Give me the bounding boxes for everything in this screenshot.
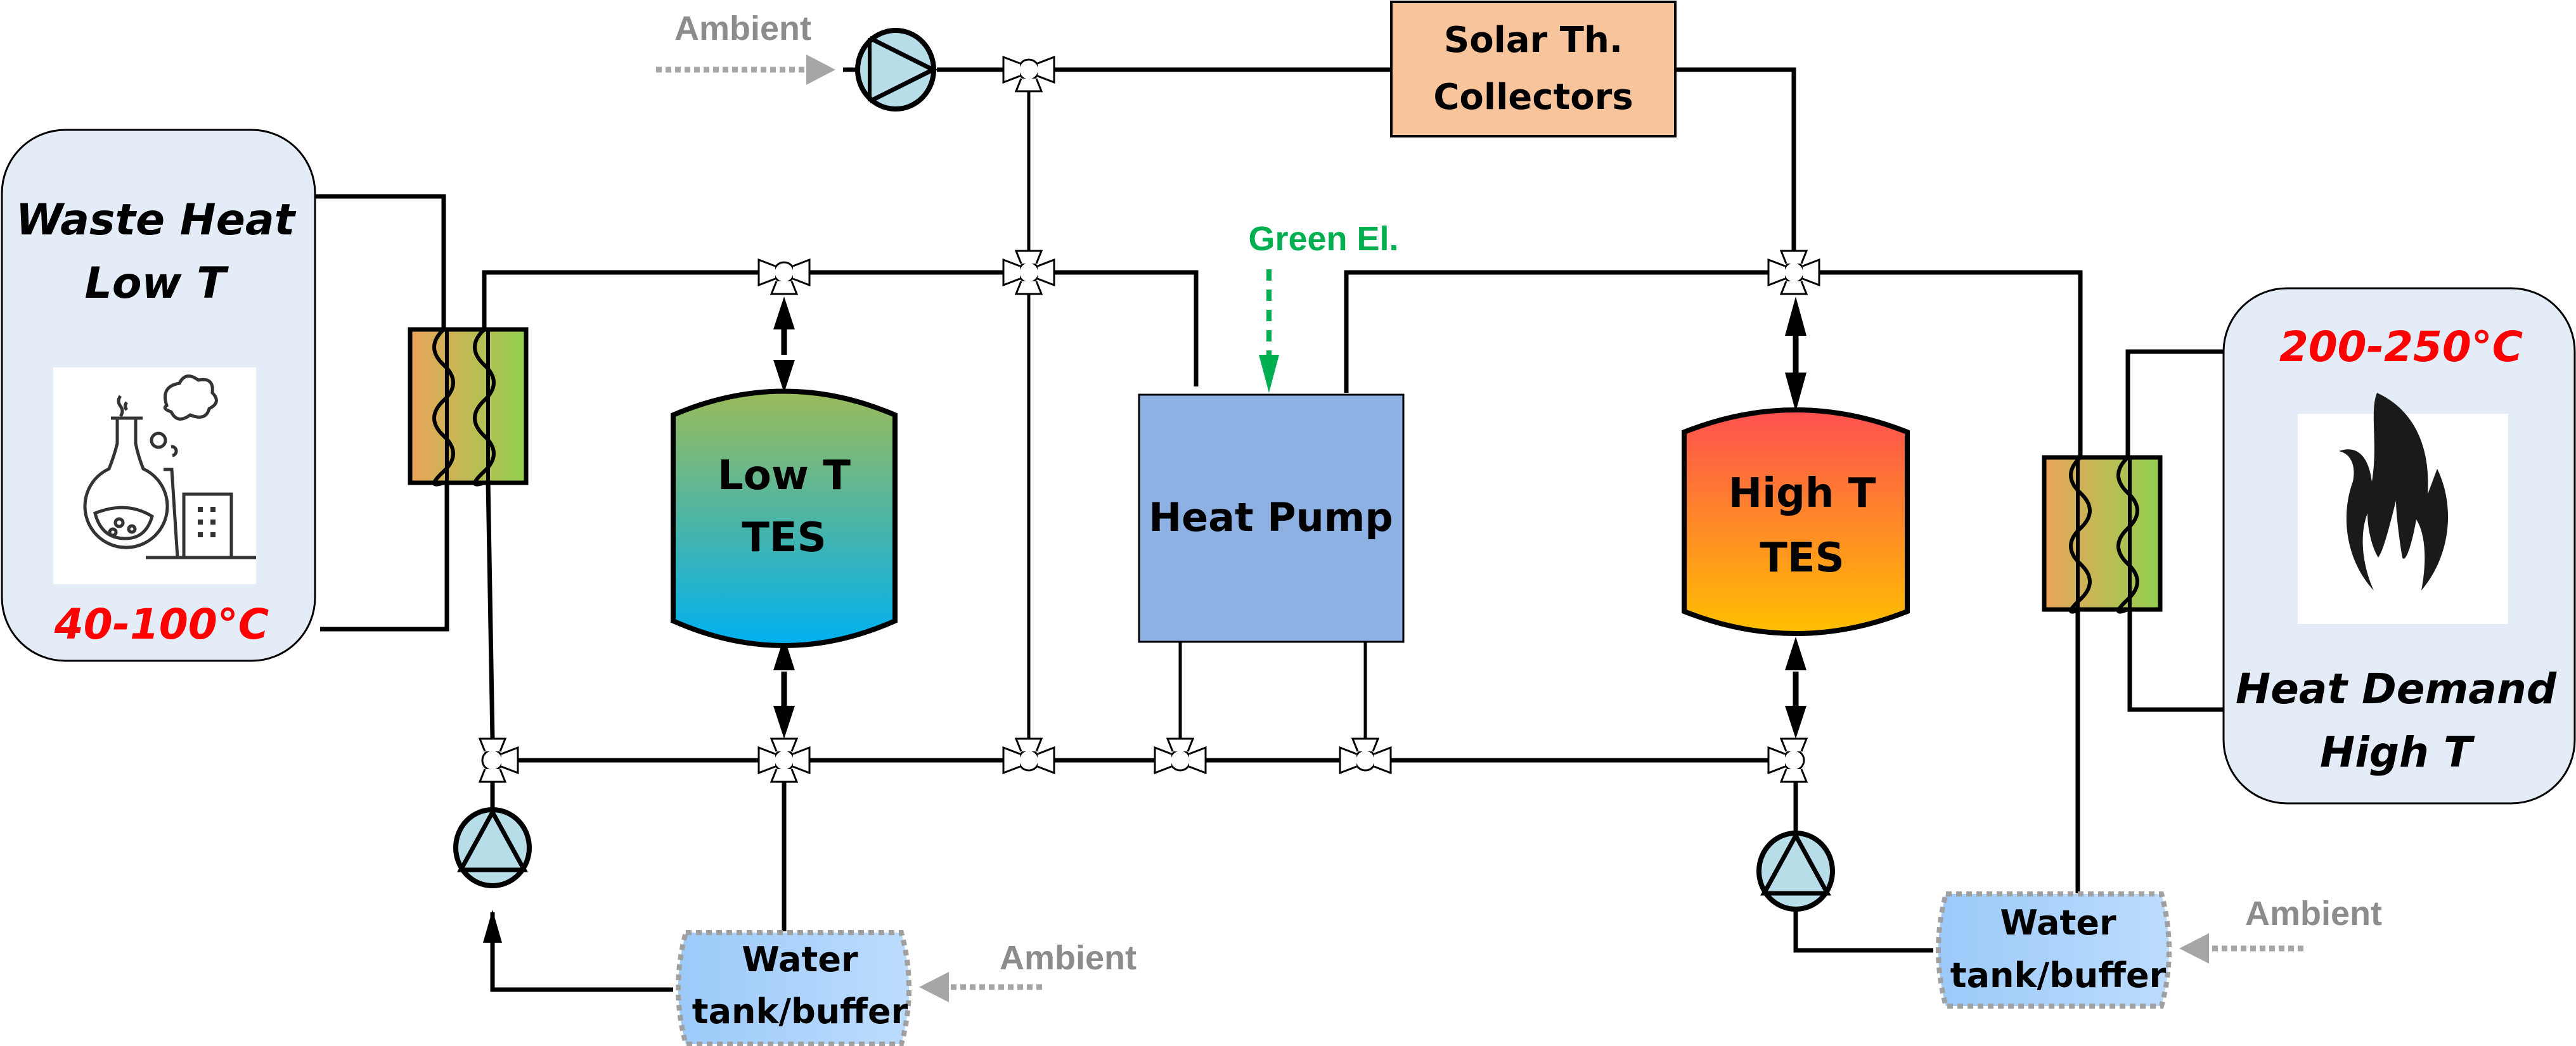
high-tes-bottom-double-arrow [1785, 637, 1806, 739]
left-loop-flow-arrow [483, 910, 502, 943]
pipe-solar-out [1675, 67, 1796, 251]
heat-pump-label: Heat Pump [1149, 494, 1393, 540]
waste-heat-title-line2: Low T [85, 258, 229, 309]
left-heat-exchanger [408, 327, 529, 487]
valve-upper-high-tes[interactable] [1767, 250, 1820, 295]
water-tank-right-line1: Water [2000, 903, 2116, 943]
pipe-hp-to-high-header [1344, 270, 1768, 393]
right-pump [1756, 831, 1835, 912]
ambient-label-bottom-left: Ambient [1000, 939, 1137, 977]
valve-lower-hp-right[interactable] [1339, 737, 1392, 774]
top-ambient-input: Ambient [656, 10, 835, 85]
pipe-right-pump-to-tank [1793, 902, 1933, 953]
heat-demand-title-line1: Heat Demand [2236, 665, 2557, 713]
tes-arrows [483, 297, 1806, 943]
high-temperature-tes: High T TES [1682, 407, 1910, 636]
pipe-heat-demand-return [2127, 608, 2224, 712]
valve-lower-low-tes[interactable] [757, 737, 811, 783]
heat-demand-sink: 200-250°C Heat Demand High T [2222, 287, 2576, 805]
green-electricity-input: Green El. [1248, 220, 1399, 393]
left-pump [453, 807, 532, 888]
pipe-hx-left-secondary-top [482, 270, 759, 333]
water-tank-right-line2: tank/buffer [1950, 955, 2167, 995]
valve-upper-junction[interactable] [1002, 250, 1055, 295]
heat-demand-title-line2: High T [2320, 728, 2475, 777]
high-tes-top-double-arrow [1785, 297, 1806, 412]
low-tes-top-double-arrow [773, 297, 795, 393]
high-tes-label-line2: TES [1760, 535, 1844, 582]
flame-icon [2298, 393, 2508, 624]
right-heat-exchanger [2042, 455, 2163, 614]
pipes [315, 67, 2224, 992]
valve-lower-high-tes[interactable] [1767, 737, 1808, 783]
waste-heat-source: Waste Heat Low T [1, 129, 316, 662]
valve-upper-low-tes[interactable] [757, 258, 811, 295]
valve-lower-hp-left[interactable] [1154, 737, 1207, 774]
ambient-label-top: Ambient [674, 10, 811, 48]
waste-heat-temperature: 40-100°C [54, 600, 269, 649]
thin-pipes [1027, 91, 1367, 739]
water-tank-right: Water tank/buffer [1936, 891, 2172, 1009]
pipe-hx-left-secondary-down [486, 481, 495, 739]
pipe-waste-heat-supply [315, 194, 446, 333]
heat-pump: Heat Pump [1138, 393, 1405, 643]
top-pump [855, 28, 938, 112]
waste-heat-title-line1: Waste Heat [16, 195, 297, 245]
heat-demand-temperature: 200-250°C [2279, 322, 2523, 371]
solar-label-line1: Solar Th. [1444, 20, 1623, 61]
pipe-left-tank-to-pump [490, 912, 673, 992]
pipe-heat-demand-supply [2125, 349, 2224, 459]
pipe-waste-heat-return [320, 482, 449, 632]
ambient-input-bottom-left: Ambient [919, 939, 1137, 1002]
valve-top-solar[interactable] [1002, 56, 1055, 92]
high-tes-label-line1: High T [1729, 470, 1876, 517]
factory-flask-icon [53, 367, 256, 584]
green-el-label: Green El. [1248, 220, 1398, 258]
water-tank-left-line1: Water [742, 940, 858, 979]
pipe-upper-header-to-hp [1054, 270, 1199, 386]
low-temperature-tes: Low T TES [671, 388, 898, 648]
low-tes-label-line1: Low T [718, 452, 851, 499]
solar-thermal-collectors: Solar Th. Collectors [1390, 1, 1677, 137]
valve-lower-left[interactable] [479, 737, 519, 783]
water-tank-left-line2: tank/buffer [692, 992, 908, 1031]
valve-lower-junction[interactable] [1002, 737, 1055, 774]
low-tes-label-line2: TES [742, 514, 826, 561]
pipe-high-header-right [1819, 270, 2083, 459]
water-tank-left: Water tank/buffer [676, 930, 911, 1046]
solar-label-line2: Collectors [1433, 77, 1633, 118]
ambient-label-bottom-right: Ambient [2245, 895, 2382, 933]
ambient-input-bottom-right: Ambient [2179, 895, 2382, 964]
low-tes-bottom-double-arrow [773, 637, 795, 739]
